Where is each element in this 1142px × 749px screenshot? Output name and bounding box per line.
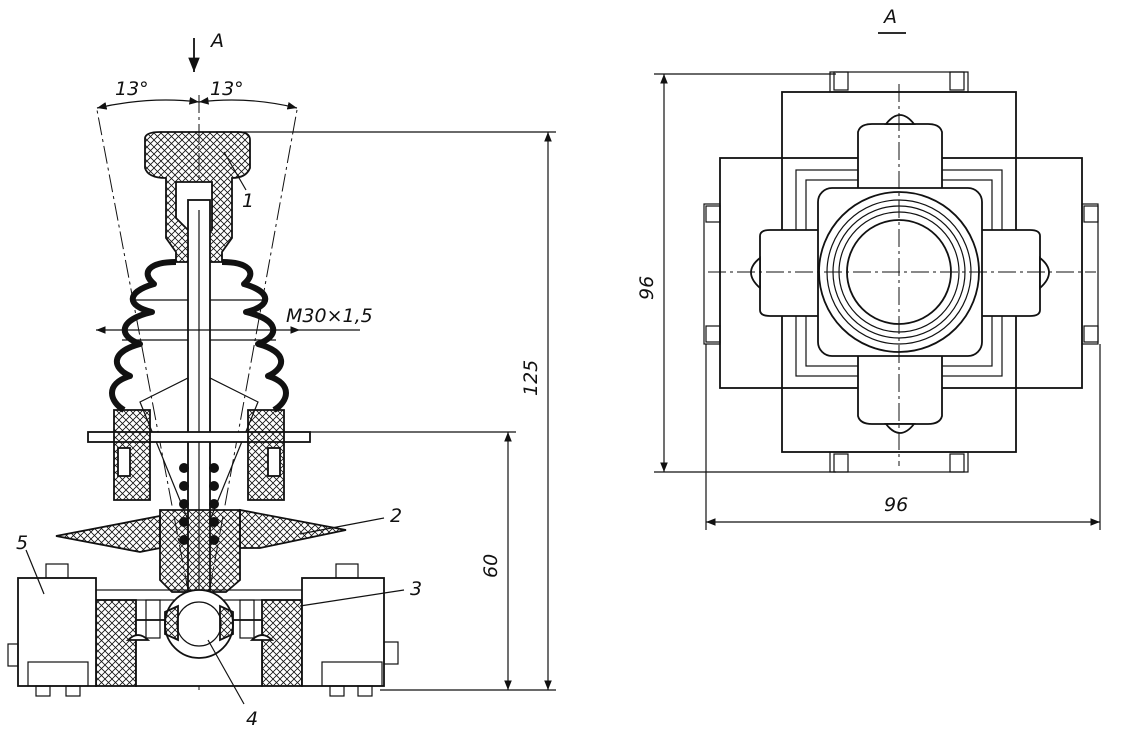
rubber-bellows-left xyxy=(109,259,177,413)
thread-label: M30×1,5 xyxy=(286,305,373,327)
nut-right xyxy=(247,409,285,501)
leader-2 xyxy=(299,517,385,535)
microswitch-right xyxy=(301,577,385,687)
plan-view-a xyxy=(654,32,1101,530)
callout-1: 1 xyxy=(242,190,255,212)
cam-plate-right xyxy=(239,508,347,549)
nut-left xyxy=(113,409,151,501)
callout-3: 3 xyxy=(410,578,423,600)
cam-plate-left xyxy=(55,514,161,553)
cam-hub xyxy=(159,509,241,593)
arrow-label-a: A xyxy=(211,30,224,52)
plan-height-label: 96 xyxy=(636,275,658,300)
callout-5: 5 xyxy=(16,532,29,554)
microswitch-left xyxy=(17,577,97,687)
leader-5 xyxy=(25,549,45,595)
callout-4: 4 xyxy=(246,708,259,730)
leader-4 xyxy=(207,639,245,705)
angle-arc-left xyxy=(96,97,200,110)
side-section-view xyxy=(7,38,556,705)
dimension-60-label: 60 xyxy=(480,553,502,578)
plan-width-label: 96 xyxy=(884,494,909,516)
angle-right-label: 13° xyxy=(210,78,244,100)
dimension-125-label: 125 xyxy=(520,359,542,396)
angle-left-label: 13° xyxy=(115,78,149,100)
angle-arc-right xyxy=(198,97,298,110)
mounting-panel xyxy=(87,431,311,443)
base-left xyxy=(95,599,137,687)
leader-3 xyxy=(299,589,405,607)
base-right xyxy=(261,599,303,687)
view-label-a: A xyxy=(884,6,897,28)
callout-2: 2 xyxy=(390,505,403,527)
rubber-bellows-right xyxy=(221,259,289,413)
leader-1 xyxy=(223,151,247,191)
